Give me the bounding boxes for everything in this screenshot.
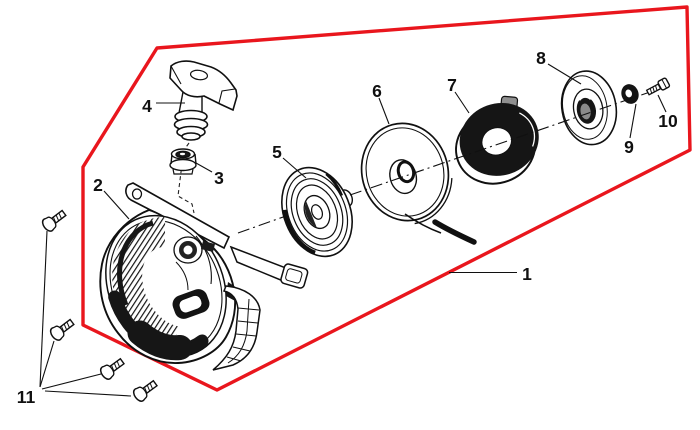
callout-5: 5 — [272, 142, 282, 162]
highlight-outline — [81, 5, 692, 392]
leader-3 — [195, 162, 213, 173]
leader-11b — [39, 340, 55, 388]
callout-labels: 1 2 3 4 5 6 7 8 9 10 11 — [17, 48, 678, 407]
leader-8 — [547, 63, 582, 85]
callout-1: 1 — [522, 264, 532, 284]
leader-6 — [378, 97, 390, 125]
callout-3: 3 — [214, 168, 224, 188]
callout-6: 6 — [372, 81, 382, 101]
part-11-screw-3 — [97, 354, 128, 382]
leader-11a — [39, 230, 48, 388]
leader-11d — [44, 390, 132, 397]
part-6-starter-pulley-disc — [360, 122, 453, 225]
leader-9 — [629, 103, 637, 139]
callout-10: 10 — [658, 111, 678, 131]
callout-9: 9 — [624, 137, 634, 157]
spring-end-tip — [432, 219, 477, 245]
callout-7: 7 — [447, 75, 457, 95]
part-5-rope-pulley — [281, 166, 354, 258]
part-7-friction-ring — [455, 95, 539, 185]
leader-2 — [103, 190, 130, 220]
callout-4: 4 — [142, 96, 152, 116]
part-8-starter-cup — [560, 70, 618, 146]
part-2-starter-housing — [99, 182, 309, 371]
leader-7 — [454, 91, 470, 114]
callout-8: 8 — [536, 48, 546, 68]
part-4-starter-handle — [169, 60, 238, 141]
part-11-screw-4 — [130, 376, 161, 404]
part-9-washer — [621, 84, 639, 104]
part-3-rope-guide-cap — [169, 148, 197, 175]
leader-5 — [282, 157, 307, 179]
leader-11c — [41, 373, 102, 390]
callout-11: 11 — [17, 387, 36, 407]
part-11-screw-1 — [39, 206, 69, 234]
callout-2: 2 — [93, 175, 103, 195]
center-axis-line-right — [349, 91, 651, 196]
spring-end — [404, 213, 442, 234]
part-10-bolt — [645, 77, 671, 96]
leader-10 — [657, 94, 667, 113]
leader-lines — [39, 63, 667, 397]
center-axis-line-left — [237, 215, 287, 234]
part-11-screw-2 — [47, 315, 77, 343]
